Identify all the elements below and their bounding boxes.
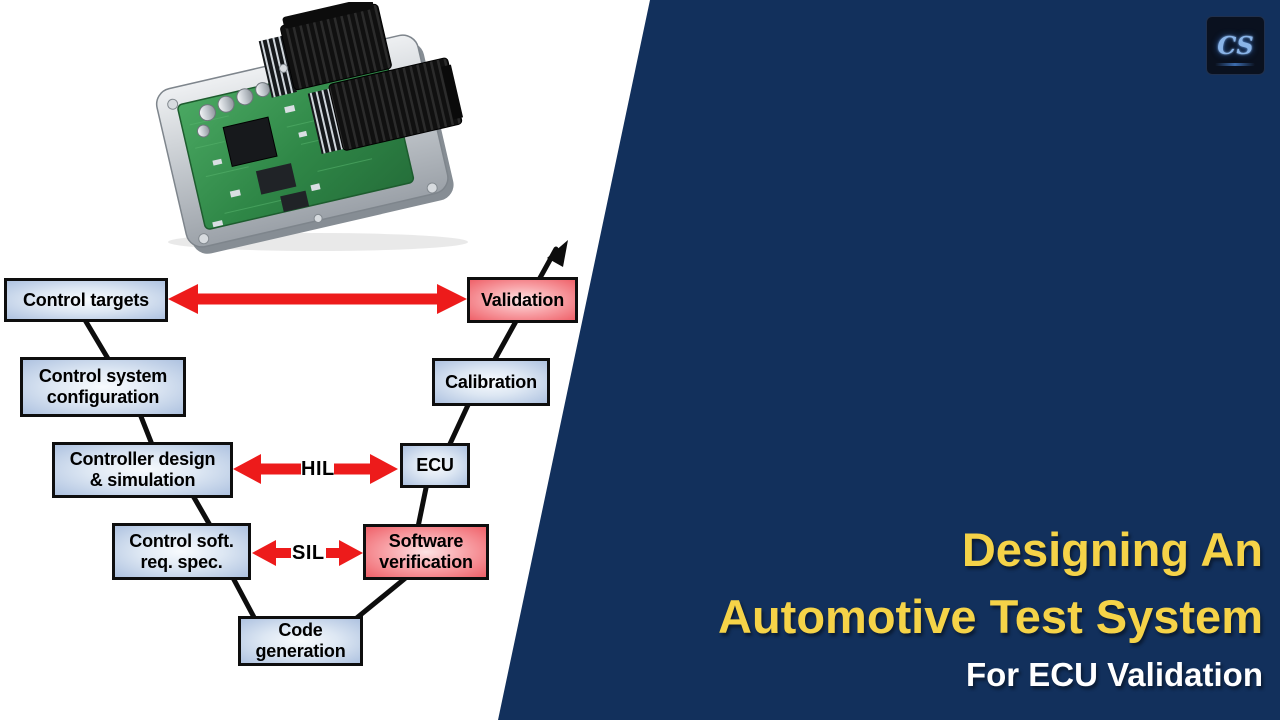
sil-arrow-right — [326, 540, 363, 566]
hil-arrow-left — [233, 454, 301, 484]
connector-ridge — [282, 2, 374, 29]
connector-pins-lower — [307, 88, 346, 154]
sil-label: SIL — [292, 542, 325, 564]
main-chip — [222, 116, 278, 168]
hil-arrow-right — [334, 454, 398, 484]
box-control-soft-req-spec: Control soft. req. spec. — [112, 523, 251, 580]
ecu-board-illustration — [155, 2, 468, 254]
capacitors — [196, 82, 271, 138]
box-ecu: ECU — [400, 443, 470, 488]
chip-3 — [280, 190, 310, 213]
box-calibration: Calibration — [432, 358, 550, 406]
channel-logo: CS — [1206, 16, 1265, 75]
title-line-2: Automotive Test System — [718, 590, 1263, 643]
connector-end-cap — [441, 64, 464, 120]
box-control-targets: Control targets — [4, 278, 168, 322]
title-block: Designing An Automotive Test System For … — [718, 516, 1263, 698]
screws — [167, 63, 438, 245]
channel-logo-text: CS — [1217, 31, 1254, 60]
small-components — [212, 104, 321, 228]
title-line-1: Designing An — [961, 523, 1263, 576]
chip-2 — [255, 163, 297, 195]
box-controller-design-simulation: Controller design & simulation — [52, 442, 233, 498]
hil-label: HIL — [301, 458, 335, 480]
title-subtitle: For ECU Validation — [965, 656, 1263, 693]
sil-arrow-left — [252, 540, 291, 566]
box-software-verification: Software verification — [363, 524, 489, 580]
up-arrowhead — [547, 240, 568, 267]
box-code-generation: Code generation — [238, 616, 363, 666]
red-double-arrow-top — [168, 284, 467, 314]
box-control-system-configuration: Control system configuration — [20, 357, 186, 417]
box-validation: Validation — [467, 277, 578, 323]
